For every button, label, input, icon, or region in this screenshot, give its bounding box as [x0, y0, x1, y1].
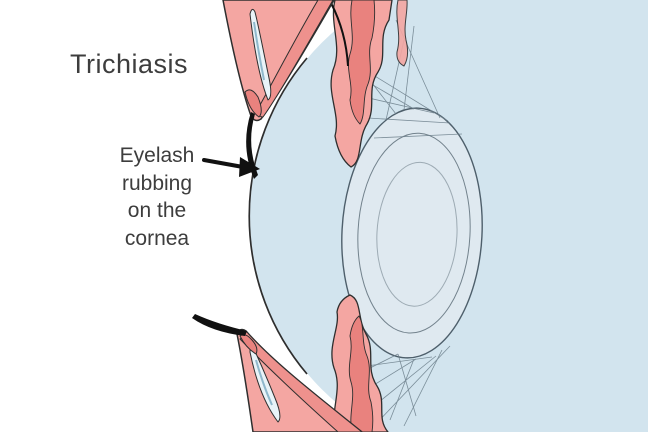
zonule-fiber [389, 358, 415, 421]
zonule-fiber [367, 117, 451, 124]
ciliary-body-bottom [331, 294, 389, 432]
zonule-fiber [397, 353, 417, 417]
lower-eyelid [236, 328, 363, 432]
diagram-title: Trichiasis [70, 49, 188, 79]
ciliary-muscle-bottom [348, 315, 374, 432]
annotation-label: Eyelash rubbing on the cornea [120, 144, 195, 250]
upper-lid-margin [244, 89, 262, 118]
lens [341, 107, 483, 359]
lower-eyelid-conjunctiva [239, 330, 363, 432]
zonule-fiber [403, 349, 443, 427]
arrow-shaft [202, 158, 245, 169]
cornea-outline [248, 57, 308, 375]
upper-eyelash [246, 112, 258, 179]
annotation-arrow [202, 157, 260, 177]
annotation-line-3: on the [128, 199, 186, 222]
lower-lid-margin [239, 334, 258, 355]
lens-body [341, 107, 483, 359]
annotation-line-2: rubbing [122, 172, 192, 195]
arrow-head-icon [239, 157, 260, 177]
levator-muscle-line [330, 2, 349, 67]
lower-tarsal-gland-line [255, 359, 273, 406]
ciliary-body-top [330, 0, 409, 168]
zonule-fiber [373, 133, 463, 139]
ciliary-process-top [396, 0, 409, 67]
annotation-line-1: Eyelash [120, 144, 195, 167]
upper-eyelid [222, 0, 335, 122]
lens-inner-ring [357, 132, 471, 334]
annotation-line-4: cornea [125, 227, 190, 250]
ciliary-muscle-top [348, 0, 376, 125]
lower-eyelash [192, 314, 247, 336]
zonule-fiber [403, 25, 415, 111]
upper-tarsal-gland-line [253, 21, 265, 81]
lens-core-ring [376, 161, 458, 307]
